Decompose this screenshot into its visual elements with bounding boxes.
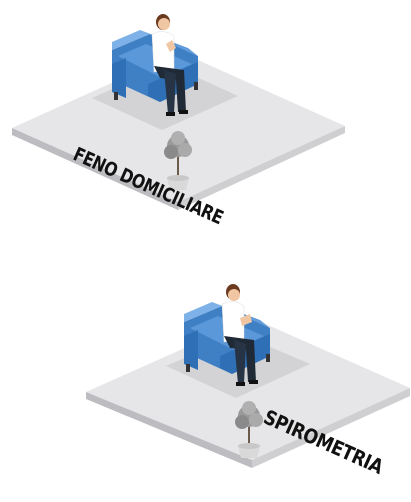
platform-side-left — [12, 128, 178, 210]
platform-side-right — [252, 388, 410, 468]
person-sitting — [151, 14, 188, 116]
platform-top — [12, 52, 345, 202]
platform-side-right — [178, 126, 345, 210]
person-sitting — [221, 284, 258, 386]
scene-feno: FENO DOMICILIARE — [12, 14, 345, 230]
plant — [164, 131, 192, 190]
platform-side-left — [86, 392, 252, 468]
scene-spiro: SPIROMETRIA — [86, 284, 410, 479]
plant — [235, 401, 263, 458]
